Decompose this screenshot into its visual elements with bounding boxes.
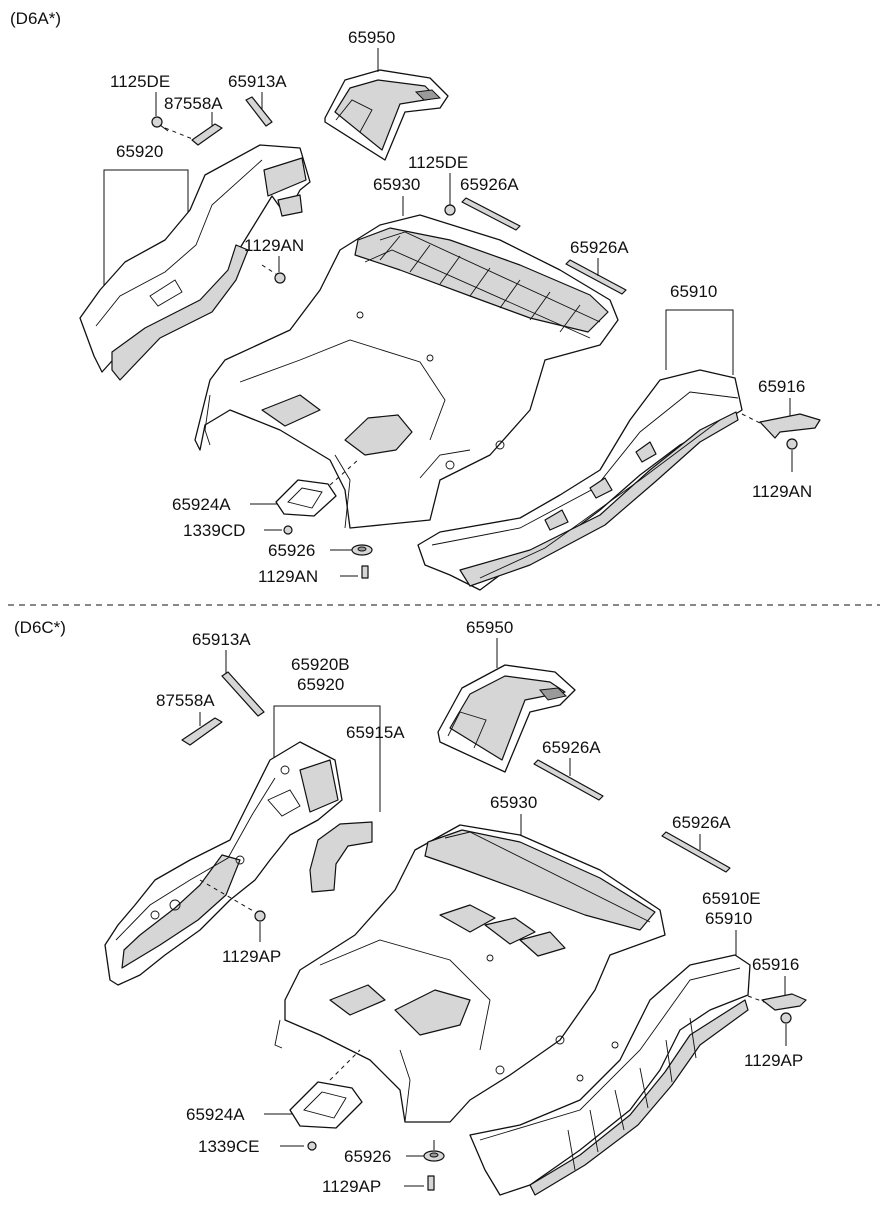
callout-1125de-b: 1125DE	[408, 153, 468, 172]
callout-65913a-2: 65913A	[192, 630, 251, 649]
section-d6a: (D6A*) 65950 1125DE 87558A 65913A 65920	[10, 9, 821, 591]
callout-65910-2: 65910	[705, 909, 752, 928]
callout-65915a: 65915A	[346, 723, 405, 742]
floor-pan-65930-2[interactable]	[274, 824, 666, 1123]
callout-65950-2: 65950	[466, 618, 513, 637]
bolt-1129ap-c[interactable]	[427, 1175, 435, 1191]
side-panel-65920[interactable]	[79, 144, 311, 381]
callout-65924a: 65924A	[172, 495, 231, 514]
bracket-87558a[interactable]	[191, 123, 223, 146]
strip-65926a-a[interactable]	[461, 197, 521, 231]
callout-1125de-a: 1125DE	[110, 72, 170, 91]
callout-1339cd: 1339CD	[183, 521, 245, 540]
strip-65926a-b[interactable]	[565, 259, 627, 295]
callout-1129an-b: 1129AN	[752, 482, 812, 501]
callout-65910e: 65910E	[702, 889, 761, 908]
bracket-87558a-2[interactable]	[181, 717, 223, 746]
section-d6c: (D6C*) 65913A 87558A 65950 65920B 65920	[14, 618, 807, 1196]
bolt-1125de-b[interactable]	[444, 204, 456, 216]
bracket-65916-2[interactable]	[761, 993, 807, 1011]
callout-87558a: 87558A	[164, 94, 223, 113]
callout-65916-2: 65916	[752, 955, 799, 974]
callout-65930: 65930	[373, 175, 420, 194]
shield-65915a[interactable]	[309, 821, 373, 893]
callout-1129an-a: 1129AN	[244, 236, 304, 255]
strip-65926a-b-2[interactable]	[661, 831, 731, 873]
bolt-1129an-c[interactable]	[361, 565, 369, 579]
cover-plate-65924a[interactable]	[275, 479, 337, 517]
callout-65926: 65926	[268, 541, 315, 560]
grommet-65926-2[interactable]	[423, 1150, 445, 1162]
callout-65930-2: 65930	[490, 793, 537, 812]
side-rail-65910[interactable]	[417, 369, 743, 591]
part-65950-cover-2[interactable]	[437, 664, 576, 773]
callout-65926-2: 65926	[344, 1147, 391, 1166]
callout-65910: 65910	[670, 282, 717, 301]
variant-label-d6a: (D6A*)	[10, 9, 61, 28]
variant-label-d6c: (D6C*)	[14, 618, 66, 637]
callout-65920: 65920	[116, 142, 163, 161]
callout-65926a-a: 65926A	[460, 175, 519, 194]
strip-65926a-a-2[interactable]	[533, 759, 604, 801]
callout-65924a-2: 65924A	[186, 1105, 245, 1124]
callout-65926a-b-2: 65926A	[672, 813, 731, 832]
callout-1339ce: 1339CE	[198, 1137, 259, 1156]
bolt-1125de-a[interactable]	[151, 116, 169, 132]
grommet-65926[interactable]	[351, 544, 373, 556]
clip-1339ce[interactable]	[307, 1141, 317, 1151]
callout-1129ap-a: 1129AP	[222, 947, 281, 966]
cover-plate-65924a-2[interactable]	[289, 1081, 363, 1129]
bolt-1129an-a[interactable]	[274, 272, 286, 284]
part-65950-cover[interactable]	[324, 69, 449, 161]
clip-1339cd[interactable]	[283, 525, 293, 535]
callout-65926a-a-2: 65926A	[542, 738, 601, 757]
callout-1129an-c: 1129AN	[258, 567, 318, 586]
callout-65920b: 65920B	[291, 655, 350, 674]
strap-65913a[interactable]	[245, 96, 273, 127]
callout-65916: 65916	[758, 377, 805, 396]
callout-65920-2: 65920	[297, 675, 344, 694]
bolt-1129an-b[interactable]	[786, 438, 798, 450]
side-rail-65910-2[interactable]	[469, 954, 751, 1196]
callout-65913a: 65913A	[228, 72, 287, 91]
bolt-1129ap-a[interactable]	[254, 910, 266, 922]
callout-65926a-b: 65926A	[570, 238, 629, 257]
callout-1129ap-b: 1129AP	[744, 1051, 803, 1070]
strap-65913a-2[interactable]	[221, 671, 265, 717]
bolt-1129ap-b[interactable]	[780, 1012, 792, 1024]
side-panel-65920-2[interactable]	[104, 741, 343, 986]
bracket-65916[interactable]	[759, 413, 821, 439]
callout-65950: 65950	[348, 28, 395, 47]
callout-87558a-2: 87558A	[156, 691, 215, 710]
floor-pan-65930[interactable]	[194, 214, 619, 529]
callout-1129ap-c: 1129AP	[322, 1177, 381, 1196]
